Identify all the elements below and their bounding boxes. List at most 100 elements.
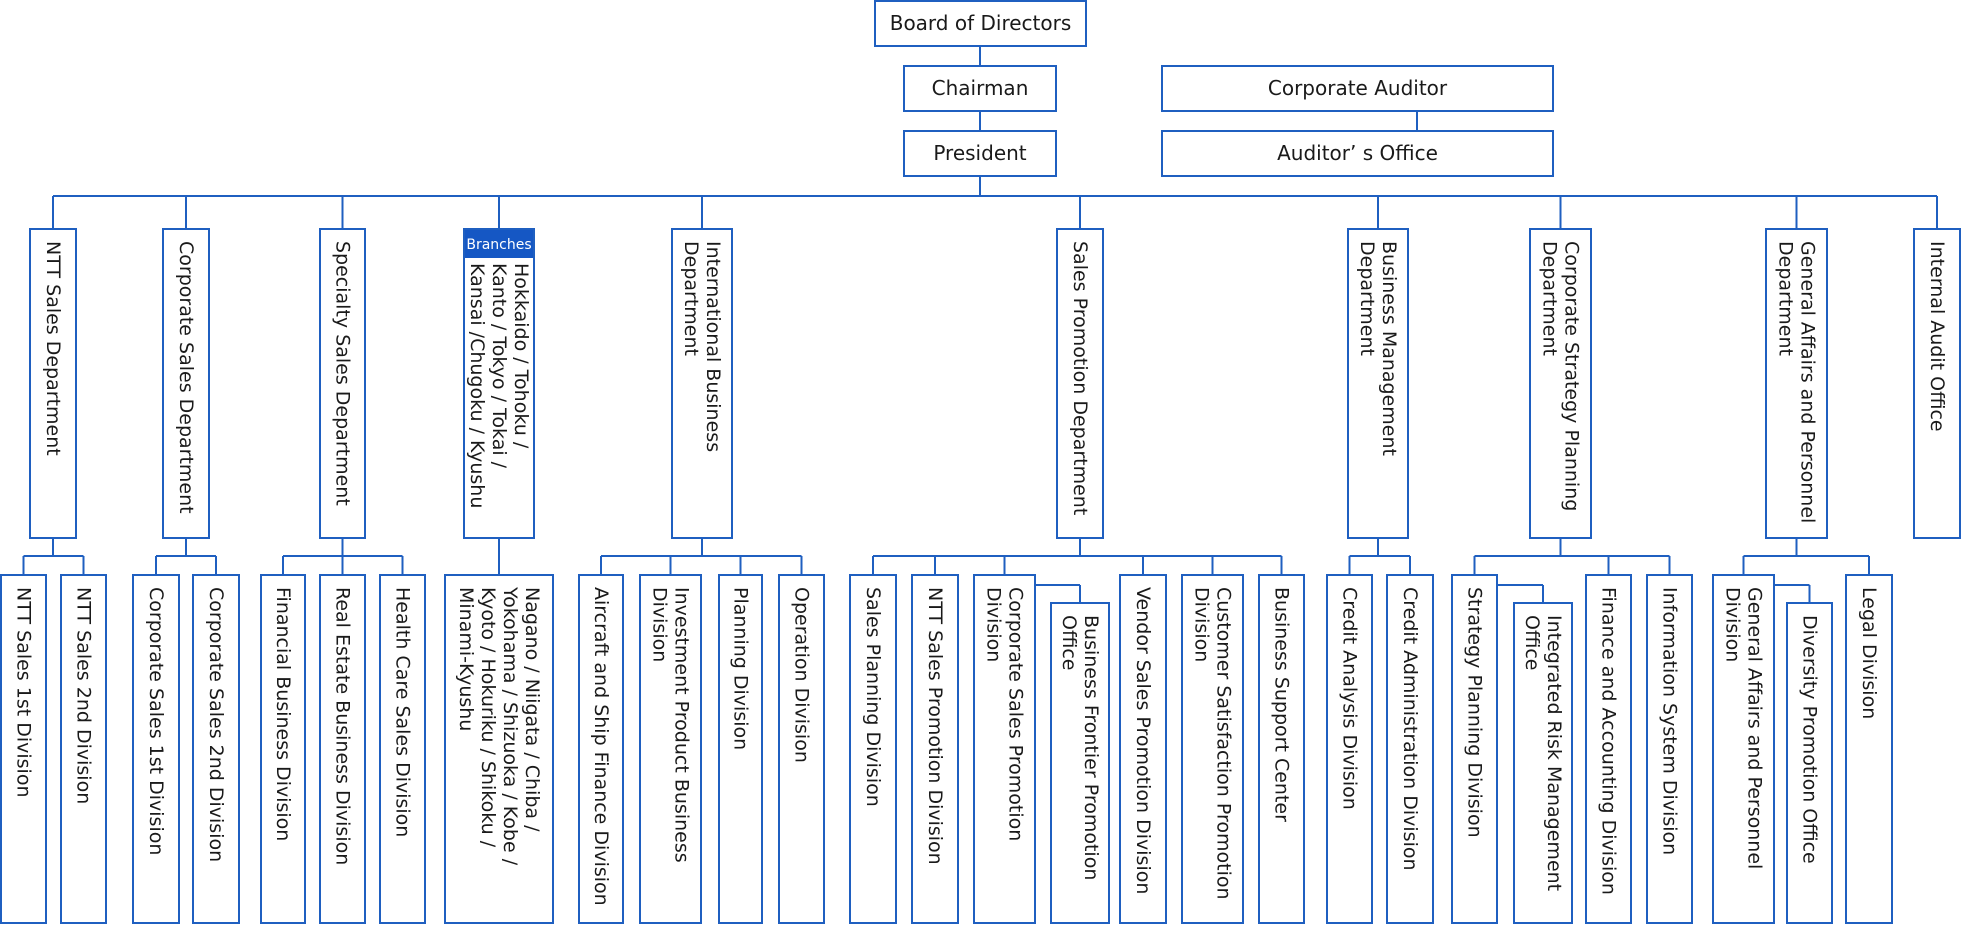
division-label: NTT Sales 2nd Division — [73, 587, 95, 804]
division-label: Credit Administration Division — [1399, 587, 1421, 871]
board-of-directors-box[interactable]: Board of Directors — [874, 0, 1087, 47]
department-label: Department — [1775, 241, 1797, 356]
connector-lines — [22, 46, 1938, 603]
division-international-business-4[interactable]: Operation Division — [778, 574, 825, 924]
division-sales-promotion-1[interactable]: Sales Planning Division — [849, 574, 897, 924]
division-box — [718, 574, 763, 924]
division-corporate-sales-2[interactable]: Corporate Sales 2nd Division — [192, 574, 240, 924]
division-label: Vendor Sales Promotion Division — [1132, 587, 1154, 894]
division-sales-promotion-5[interactable]: Vendor Sales Promotion Division — [1119, 574, 1167, 924]
department-box — [1529, 228, 1592, 539]
division-specialty-sales-2[interactable]: Real Estate Business Division — [319, 574, 366, 924]
president-box[interactable]: President — [903, 130, 1057, 177]
chairman-label: Chairman — [932, 76, 1029, 100]
division-ntt-sales-2[interactable]: NTT Sales 2nd Division — [60, 574, 107, 924]
division-sales-promotion-7[interactable]: Business Support Center — [1258, 574, 1305, 924]
division-box — [0, 574, 47, 924]
division-corporate-strategy-3[interactable]: Finance and Accounting Division — [1585, 574, 1632, 924]
department-sales-promotion[interactable]: Sales Promotion Department — [1056, 228, 1104, 539]
division-label: Integrated Risk Management — [1543, 615, 1565, 891]
division-label: Credit Analysis Division — [1339, 587, 1361, 810]
division-label: Strategy Planning Division — [1464, 587, 1486, 838]
department-label: Business Management — [1378, 241, 1400, 456]
division-box — [973, 574, 1036, 924]
department-ntt-sales[interactable]: NTT Sales Department — [29, 228, 77, 539]
auditors-office-box[interactable]: Auditor’ s Office — [1161, 130, 1554, 177]
corporate-auditor-box[interactable]: Corporate Auditor — [1161, 65, 1554, 112]
department-box — [1347, 228, 1409, 539]
department-label: Hokkaido / Tohoku / — [510, 263, 532, 449]
division-row: NTT Sales 1st Division NTT Sales 2nd Divi… — [0, 574, 1893, 924]
division-box — [379, 574, 426, 924]
division-branches-1[interactable]: Nagano / Niigata / Chiba /Yokohama / Shi… — [444, 574, 554, 924]
department-internal-audit[interactable]: Internal Audit Office — [1913, 228, 1961, 539]
division-sales-promotion-2[interactable]: NTT Sales Promotion Division — [911, 574, 959, 924]
president-label: President — [933, 141, 1026, 165]
division-business-management-1[interactable]: Credit Analysis Division — [1326, 574, 1373, 924]
division-label: Finance and Accounting Division — [1598, 587, 1620, 895]
division-specialty-sales-3[interactable]: Health Care Sales Division — [379, 574, 426, 924]
department-corporate-sales[interactable]: Corporate Sales Department — [162, 228, 210, 539]
division-label: Kyoto / Hokuriku / Shikoku / — [477, 587, 499, 848]
division-general-affairs-2[interactable]: Diversity Promotion Office — [1786, 602, 1833, 924]
division-box — [260, 574, 306, 924]
division-label: Office — [1058, 615, 1080, 670]
division-specialty-sales-1[interactable]: Financial Business Division — [260, 574, 306, 924]
branches-badge — [465, 230, 533, 258]
division-corporate-strategy-4[interactable]: Information System Division — [1646, 574, 1693, 924]
division-label: Corporate Sales 1st Division — [145, 587, 167, 855]
division-label: Investment Product Business — [671, 587, 693, 863]
division-box — [1258, 574, 1305, 924]
division-business-management-2[interactable]: Credit Administration Division — [1386, 574, 1434, 924]
division-international-business-1[interactable]: Aircraft and Ship Finance Division — [578, 574, 624, 924]
department-label: Kansai /Chugoku / Kyushu — [466, 263, 488, 508]
division-box — [1845, 574, 1893, 924]
department-specialty-sales[interactable]: Specialty Sales Department — [319, 228, 366, 539]
department-box — [671, 228, 733, 539]
division-label: Operation Division — [791, 587, 813, 763]
department-label: Internal Audit Office — [1926, 241, 1948, 432]
division-label: Business Support Center — [1271, 587, 1293, 822]
division-box — [578, 574, 624, 924]
division-box — [778, 574, 825, 924]
division-box — [1119, 574, 1167, 924]
department-label: Kanto / Tokyo / Tokai / — [488, 263, 510, 469]
division-box — [1181, 574, 1244, 924]
division-corporate-strategy-1[interactable]: Strategy Planning Division — [1451, 574, 1498, 924]
department-box — [1765, 228, 1828, 539]
auditors-office-label: Auditor’ s Office — [1277, 141, 1438, 165]
department-label: NTT Sales Department — [42, 241, 64, 456]
department-label: Specialty Sales Department — [332, 241, 354, 506]
division-corporate-sales-1[interactable]: Corporate Sales 1st Division — [132, 574, 180, 924]
department-label: Department — [680, 241, 702, 356]
department-box — [463, 228, 535, 539]
division-international-business-3[interactable]: Planning Division — [718, 574, 763, 924]
division-box — [1451, 574, 1498, 924]
division-label: General Affairs and Personnel — [1744, 587, 1766, 869]
division-box — [444, 574, 554, 924]
division-box — [1513, 602, 1573, 924]
division-box — [1585, 574, 1632, 924]
department-box — [1913, 228, 1961, 539]
chairman-box[interactable]: Chairman — [903, 65, 1057, 112]
division-label: Information System Division — [1659, 587, 1681, 855]
division-box — [1386, 574, 1434, 924]
division-label: Financial Business Division — [272, 587, 294, 841]
department-box — [1056, 228, 1104, 539]
division-general-affairs-3[interactable]: Legal Division — [1845, 574, 1893, 924]
division-label: Nagano / Niigata / Chiba / — [521, 587, 543, 832]
department-label: Department — [1539, 241, 1561, 356]
division-label: Business Frontier Promotion — [1080, 615, 1102, 880]
division-ntt-sales-1[interactable]: NTT Sales 1st Division — [0, 574, 47, 924]
